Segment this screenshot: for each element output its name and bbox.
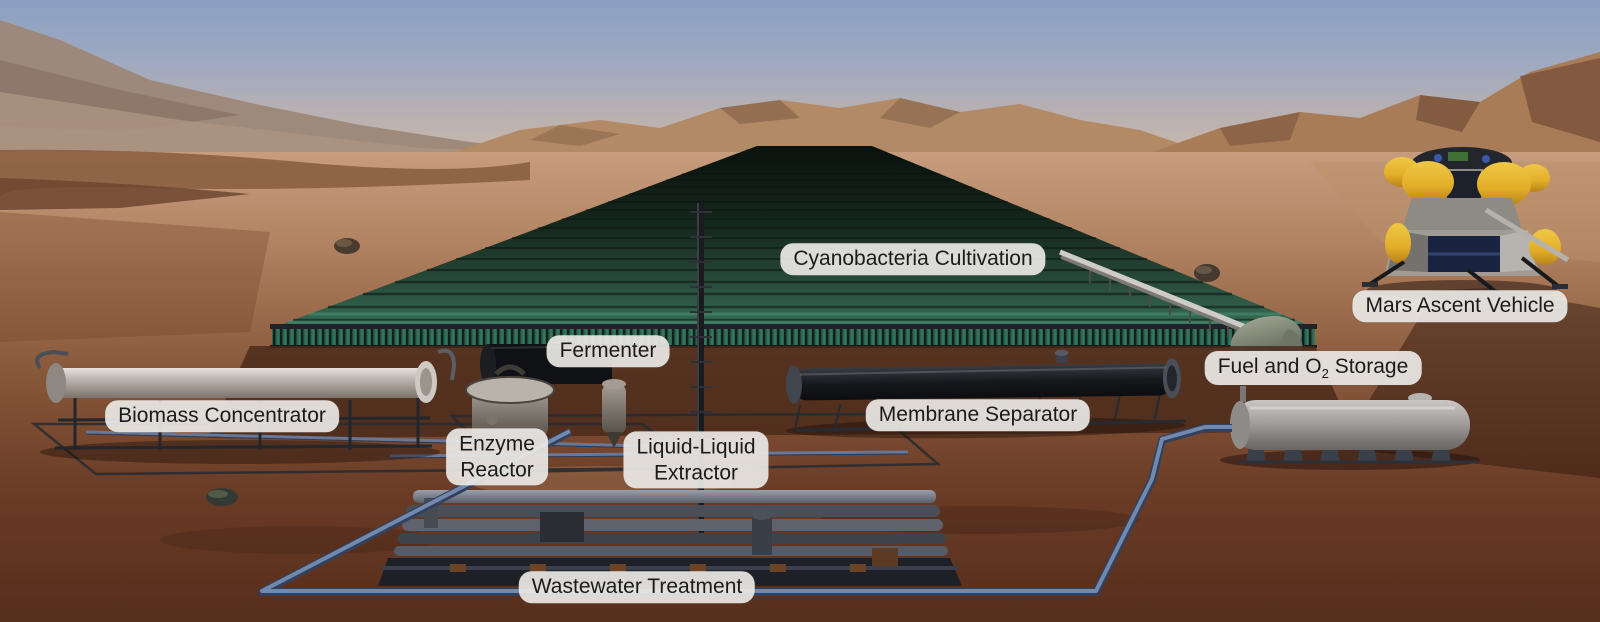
label-mars-ascent-vehicle: Mars Ascent Vehicle bbox=[1352, 290, 1568, 322]
pipes-blue bbox=[258, 424, 1232, 596]
field-top-rail bbox=[270, 324, 1317, 329]
label-fermenter: Fermenter bbox=[546, 335, 670, 367]
fuel-storage-tank bbox=[1220, 386, 1480, 470]
label-biomass-concentrator: Biomass Concentrator bbox=[105, 400, 339, 432]
label-fuel-subscript: 2 bbox=[1321, 366, 1329, 382]
biomass-concentrator-unit bbox=[35, 348, 457, 464]
mountains-center bbox=[430, 98, 1210, 166]
cultivation-field bbox=[270, 146, 1317, 348]
label-membrane-separator: Membrane Separator bbox=[865, 399, 1091, 431]
membrane-separator-unit bbox=[785, 349, 1186, 439]
mountains-right bbox=[1130, 52, 1600, 168]
rock-highlight bbox=[1196, 266, 1212, 274]
label-fuel-prefix: Fuel and O bbox=[1217, 354, 1322, 378]
field-front-face bbox=[272, 329, 1315, 346]
label-cyanobacteria-cultivation: Cyanobacteria Cultivation bbox=[780, 243, 1046, 275]
label-enzyme-line1: Enzyme bbox=[459, 432, 535, 456]
label-extractor-line2: Extractor bbox=[653, 461, 739, 484]
label-extractor-line1: Liquid-Liquid bbox=[636, 435, 756, 459]
label-enzyme-line2: Reactor bbox=[460, 458, 534, 481]
label-fuel-o2-storage: Fuel and O2 Storage bbox=[1204, 350, 1422, 386]
label-fuel-suffix: Storage bbox=[1328, 354, 1409, 378]
rocks bbox=[206, 238, 360, 506]
label-wastewater-treatment: Wastewater Treatment bbox=[518, 571, 756, 603]
extractor-column bbox=[602, 379, 626, 448]
mountains-left bbox=[0, 20, 700, 168]
